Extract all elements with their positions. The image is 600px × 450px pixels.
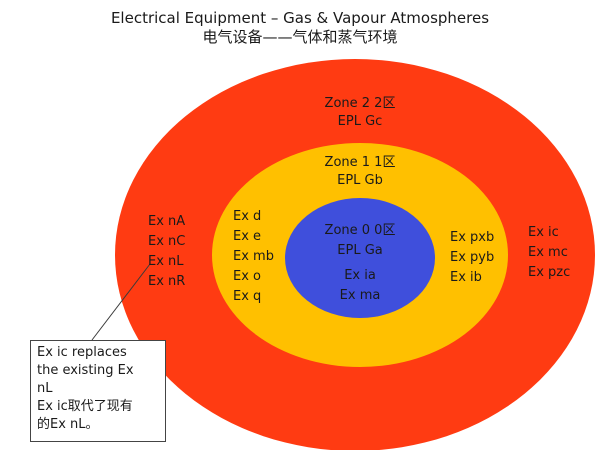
note-line: the existing Ex: [37, 363, 134, 378]
list-item: Ex ia: [344, 268, 376, 283]
list-item: Ex nA: [148, 214, 186, 229]
list-item: Ex mb: [233, 249, 274, 264]
list-item: Ex pyb: [450, 250, 495, 265]
list-item: Ex e: [233, 229, 262, 244]
list-item: Ex d: [233, 209, 262, 224]
zone2-name: Zone 2 2区: [324, 96, 396, 111]
note-line: Ex ic取代了现有: [37, 399, 133, 414]
zone1-epl: EPL Gb: [337, 173, 383, 188]
list-item: Ex pxb: [450, 230, 495, 245]
note-line: 的Ex nL。: [37, 417, 99, 432]
list-item: Ex nL: [148, 254, 184, 269]
title-english: Electrical Equipment – Gas & Vapour Atmo…: [110, 9, 490, 27]
note-line: Ex ic replaces: [37, 345, 127, 360]
zone1-left-list: Ex d Ex e Ex mb Ex o Ex q: [233, 207, 274, 307]
list-item: Ex ib: [450, 270, 482, 285]
list-item: Ex nR: [148, 274, 186, 289]
note-line: nL: [37, 381, 53, 396]
callout-line: [91, 263, 151, 341]
zone1-name: Zone 1 1区: [324, 155, 396, 170]
list-item: Ex nC: [148, 234, 186, 249]
zone2-epl: EPL Gc: [337, 114, 383, 129]
list-item: Ex o: [233, 269, 261, 284]
zone0-ellipse: [285, 198, 435, 318]
list-item: Ex ic: [528, 225, 559, 240]
list-item: Ex q: [233, 289, 262, 304]
callout-note: Ex ic replaces the existing Ex nL Ex ic取…: [30, 340, 166, 442]
zone1-right-list: Ex pxb Ex pyb Ex ib: [450, 228, 494, 288]
list-item: Ex ma: [339, 288, 381, 303]
zone2-left-list: Ex nA Ex nC Ex nL Ex nR: [148, 212, 185, 292]
zone2-right-list: Ex ic Ex mc Ex pzc: [528, 223, 570, 283]
title-chinese: 电气设备——气体和蒸气环境: [202, 28, 398, 46]
zone0-epl: EPL Ga: [337, 243, 383, 258]
list-item: Ex mc: [528, 245, 568, 260]
zone0-name: Zone 0 0区: [324, 223, 396, 238]
zone0-list: Ex ia Ex ma: [335, 266, 385, 306]
list-item: Ex pzc: [528, 265, 571, 280]
